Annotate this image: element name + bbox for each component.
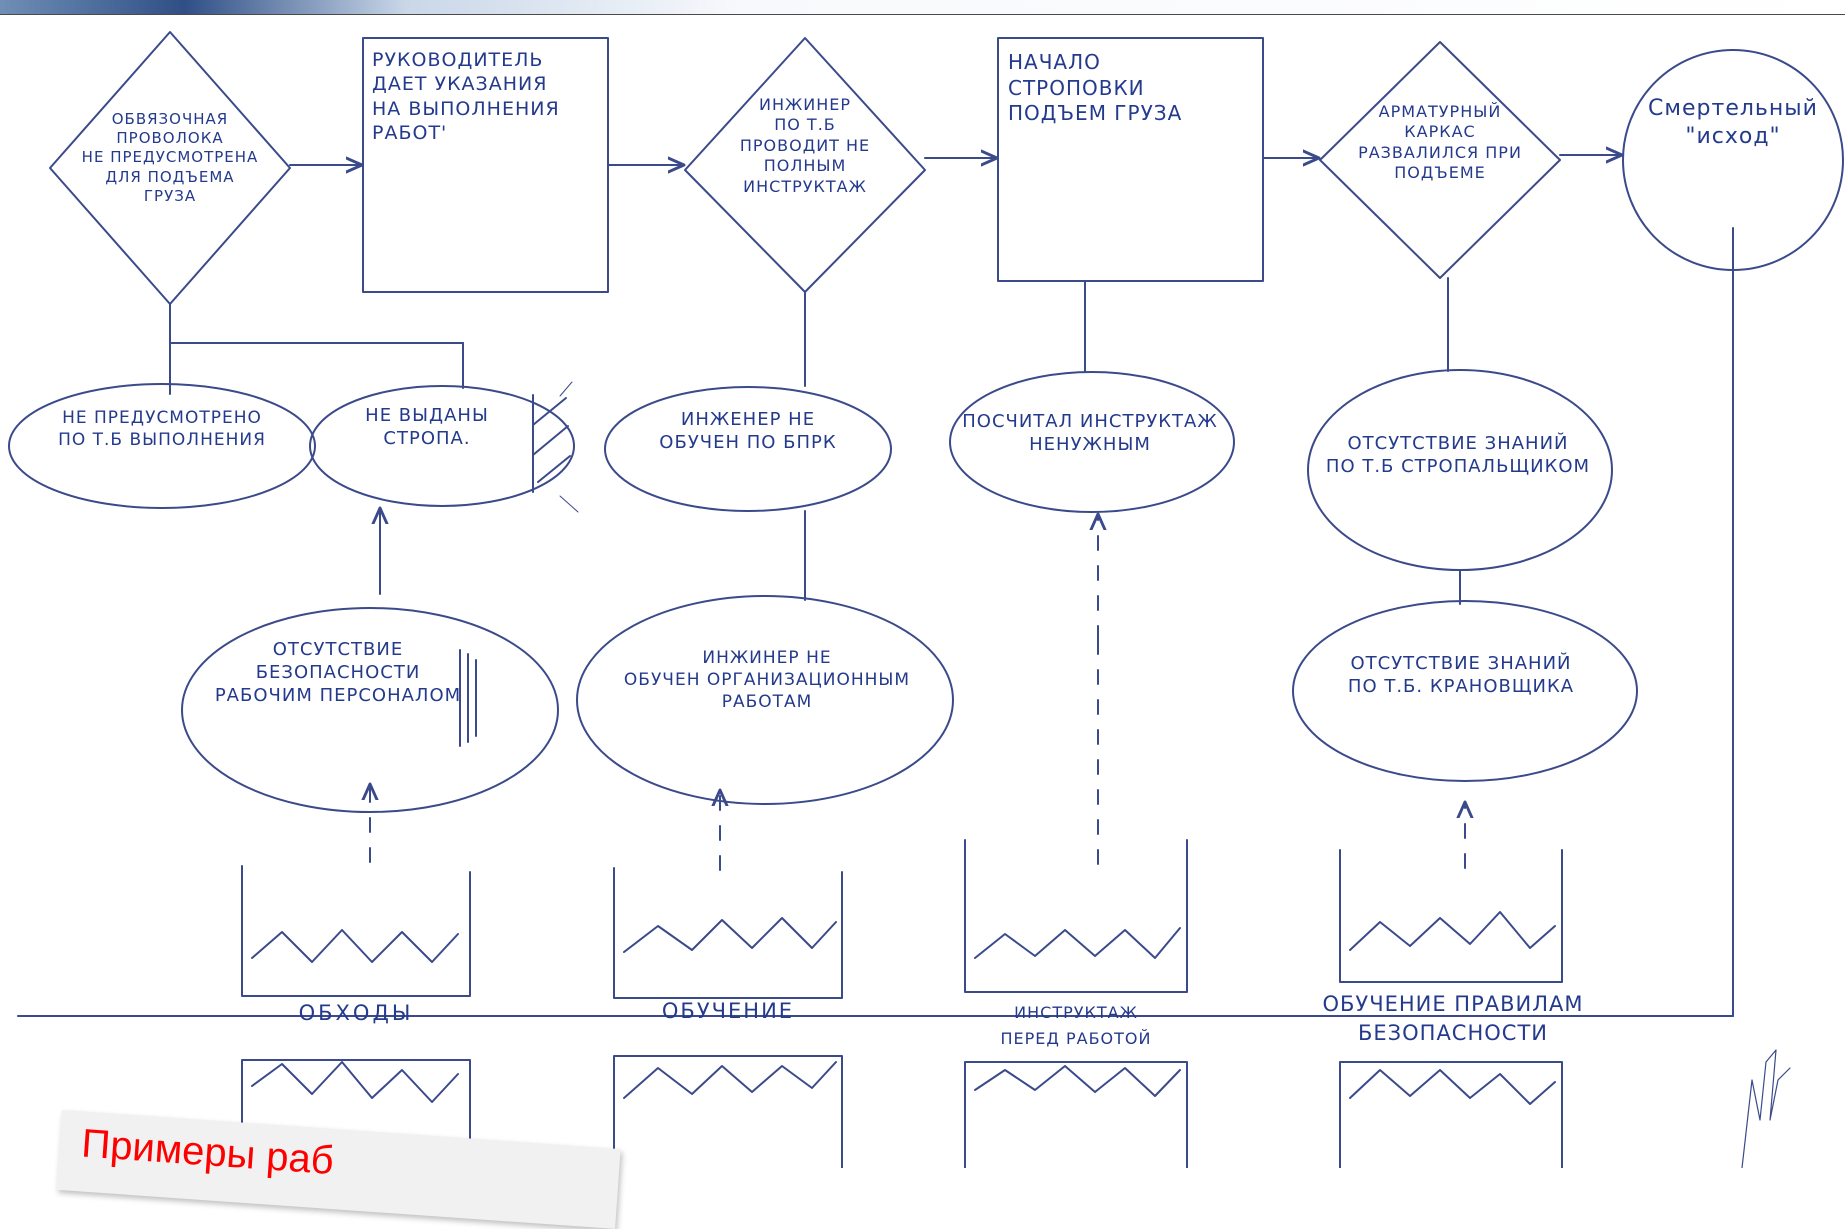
ellipse-2-text: не выданы стропа.	[365, 405, 489, 450]
barrier-container	[1339, 1061, 1563, 1168]
zigzag	[1349, 911, 1556, 951]
ellipse-7-text: инжинер не обучен организационным работа…	[623, 648, 911, 712]
barrier-container	[241, 865, 471, 997]
barrier-container	[1339, 849, 1563, 983]
barrier-1-label: обходы	[298, 1001, 414, 1025]
ellipse-shape	[8, 383, 316, 509]
barrier-container	[613, 867, 843, 999]
zigzag	[623, 1061, 837, 1099]
zigzag	[974, 927, 1181, 959]
diamond-3-text: арматурный каркас развалился при подъеме	[1358, 102, 1522, 183]
diamond-shape	[1319, 41, 1561, 279]
barrier-container	[964, 1061, 1188, 1168]
barrier-container	[241, 1059, 471, 1168]
ellipse-shape	[949, 371, 1235, 513]
hatch	[532, 397, 567, 426]
zigzag	[251, 929, 459, 963]
rect-2-text: Начало строповки подъем груза	[1008, 50, 1183, 126]
rect-1-text: Руководитель дает указания на выполнения…	[372, 49, 560, 144]
ellipse-shape	[181, 607, 559, 813]
barrier-2-label: обучение	[661, 999, 795, 1023]
ellipse-6-text: Отсутствие безопасности рабочим персонал…	[214, 639, 462, 707]
diamond-1-text: обвязочная проволока не предусмотрена дл…	[81, 110, 259, 205]
hatch	[559, 381, 573, 397]
ellipse-shape	[604, 386, 892, 512]
barrier-container	[964, 839, 1188, 993]
diamond-2-text: инжинер по Т.Б проводит не полным инстру…	[739, 95, 871, 196]
caption-text: Примеры раб	[80, 1121, 336, 1184]
ellipse-1-text: не предусмотрено по Т.Б выполнения	[58, 408, 266, 450]
barrier-container	[613, 1055, 843, 1168]
zigzag	[251, 1061, 459, 1103]
ellipse-4-text: посчитал инструктаж ненужным	[962, 411, 1218, 456]
zigzag	[974, 1065, 1181, 1097]
zigzag	[1349, 1069, 1556, 1105]
hatch	[532, 425, 569, 456]
zigzag	[623, 917, 837, 953]
ellipse-3-text: инженер не обучен по БПРК	[659, 409, 837, 454]
hatch	[537, 455, 571, 483]
fault-tree-diagram	[8, 31, 1844, 1168]
signature-scribble	[1741, 1049, 1791, 1168]
ellipse-shape	[309, 385, 575, 507]
ellipse-8-text: Отсутствие знаний по Т.Б. крановщика	[1347, 653, 1575, 698]
ellipse-5-text: отсутствие знаний по Т.Б стропальщиком	[1325, 433, 1591, 478]
slide-header-bar	[0, 0, 1845, 15]
ellipse-shape	[1292, 600, 1638, 782]
circle-text: Смертельный "исход"	[1648, 96, 1818, 150]
barrier-4-label: обучение правилам безопасности	[1322, 992, 1584, 1046]
barrier-3-label: инструктаж перед работой	[1000, 1003, 1152, 1049]
ellipse-shape	[576, 595, 954, 805]
hatch	[559, 495, 579, 513]
